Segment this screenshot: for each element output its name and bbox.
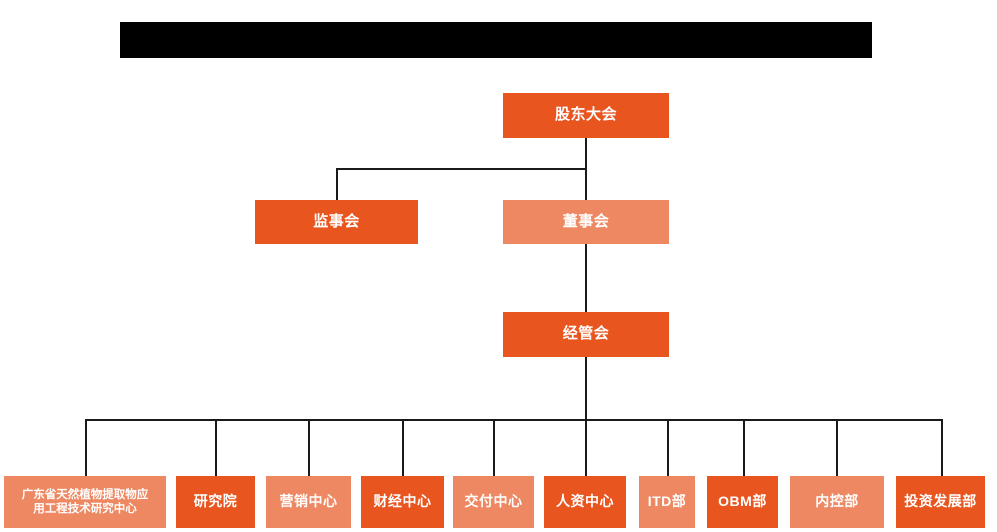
connector-to-hr-center [585,419,587,476]
node-research-institute[interactable]: 研究院 [176,476,255,528]
node-delivery-center[interactable]: 交付中心 [453,476,534,528]
node-internal-control-department[interactable]: 内控部 [790,476,884,528]
node-label: 投资发展部 [904,493,977,510]
node-label: 研究院 [193,493,238,510]
connector-to-finance-center [402,419,404,476]
connector-to-gd-research-center [85,419,87,476]
node-label: 经管会 [562,325,610,343]
node-shareholders-meeting[interactable]: 股东大会 [503,93,669,138]
node-label: 董事会 [562,212,610,230]
node-gd-research-center[interactable]: 广东省天然植物提取物应 用工程技术研究中心 [4,476,166,528]
connector-to-itd-department [667,419,669,476]
connector-level4-bus [85,419,943,421]
node-board-of-directors[interactable]: 董事会 [503,200,669,244]
node-label: 人资中心 [556,493,614,510]
connector-level1-bus [336,168,587,170]
connector-board-to-management [585,244,587,312]
connector-shareholders-down [585,138,587,169]
node-label: 广东省天然植物提取物应 用工程技术研究中心 [21,488,149,515]
node-marketing-center[interactable]: 营销中心 [266,476,351,528]
redacted-title-bar [120,22,872,58]
node-hr-center[interactable]: 人资中心 [544,476,626,528]
node-label: OBM部 [718,493,767,510]
node-label: 营销中心 [279,493,338,510]
node-management-committee[interactable]: 经管会 [503,312,669,357]
connector-to-marketing-center [308,419,310,476]
node-investment-development-department[interactable]: 投资发展部 [896,476,985,528]
connector-management-down [585,357,587,420]
connector-to-board-of-directors [585,168,587,200]
node-label: 监事会 [313,212,360,230]
connector-to-research-institute [215,419,217,476]
node-obm-department[interactable]: OBM部 [707,476,778,528]
node-label: ITD部 [647,493,687,510]
connector-to-delivery-center [493,419,495,476]
connector-to-supervisory-board [336,168,338,200]
node-label: 内控部 [815,493,859,510]
node-finance-center[interactable]: 财经中心 [361,476,444,528]
connector-to-investment-development-department [941,419,943,476]
connector-to-internal-control-department [836,419,838,476]
node-label: 股东大会 [554,106,617,124]
connector-to-obm-department [743,419,745,476]
node-supervisory-board[interactable]: 监事会 [255,200,418,244]
node-label: 交付中心 [464,493,523,510]
node-label: 财经中心 [373,493,432,510]
node-itd-department[interactable]: ITD部 [639,476,695,528]
